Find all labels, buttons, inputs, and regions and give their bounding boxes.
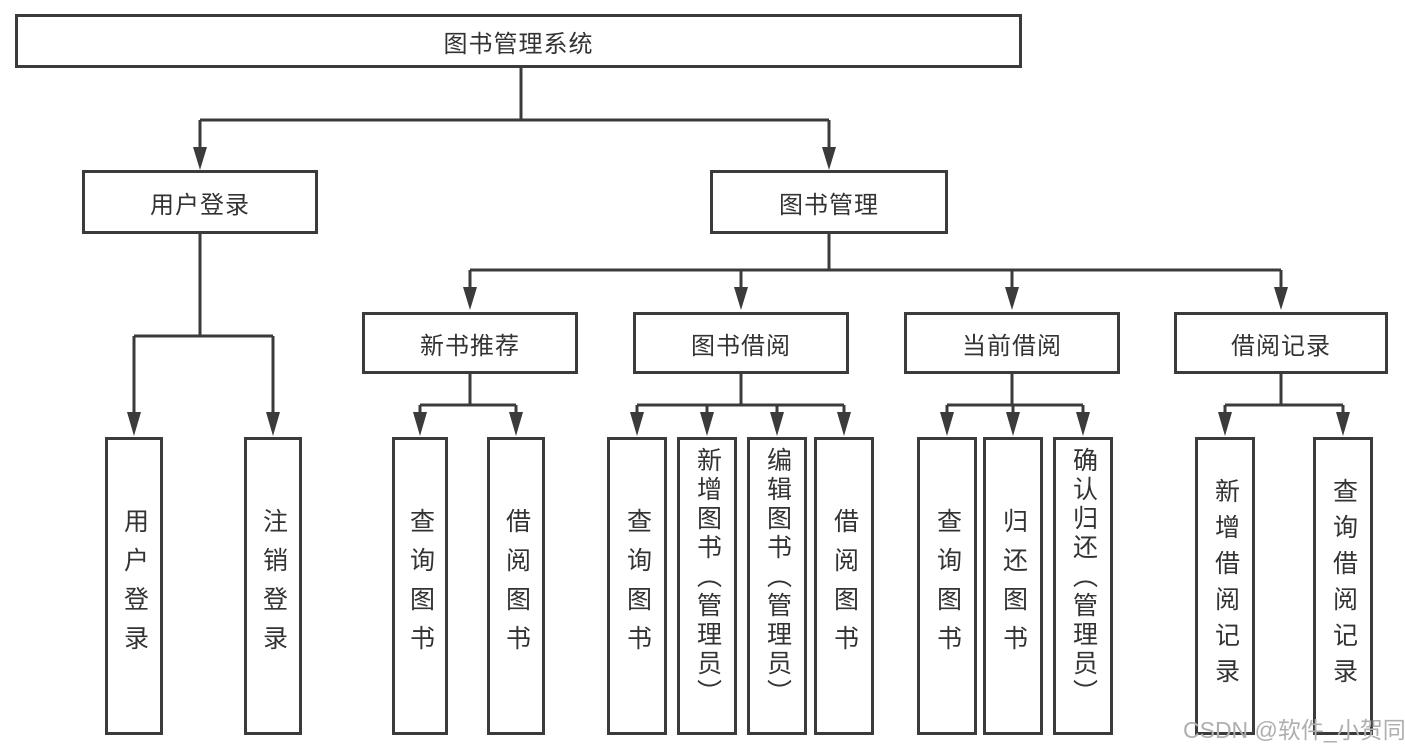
node-borrowing-records-label: 借阅记录 — [1231, 332, 1331, 360]
leaf-query-book-current-label: 查询图书 — [933, 508, 962, 664]
leaf-query-borrow-record: 查询借阅记录 — [1313, 437, 1373, 735]
leaf-borrow-book-borrowing: 借阅图书 — [814, 437, 874, 735]
leaf-confirm-return-admin: 确认归还（管理员） — [1053, 437, 1113, 735]
node-current-borrowing-label: 当前借阅 — [962, 332, 1062, 360]
leaf-query-book-borrowing: 查询图书 — [607, 437, 667, 735]
leaf-user-login: 用户登录 — [105, 437, 163, 735]
leaf-edit-book-admin-label: 编辑图书（管理员） — [763, 447, 792, 708]
leaf-return-book-label: 归还图书 — [999, 508, 1028, 664]
leaf-add-borrow-record: 新增借阅记录 — [1195, 437, 1255, 735]
leaf-borrow-book-recommendation: 借阅图书 — [487, 437, 545, 735]
leaf-add-book-admin-label: 新增图书（管理员） — [693, 447, 722, 708]
leaf-borrow-book-recommendation-label: 借阅图书 — [502, 508, 531, 664]
leaf-query-book-current: 查询图书 — [917, 437, 977, 735]
node-user-login: 用户登录 — [82, 170, 318, 234]
leaf-confirm-return-admin-label: 确认归还（管理员） — [1069, 447, 1098, 708]
leaf-user-login-label: 用户登录 — [120, 508, 149, 664]
leaf-query-book-borrowing-label: 查询图书 — [623, 508, 652, 664]
leaf-borrow-book-borrowing-label: 借阅图书 — [830, 508, 859, 664]
leaf-query-book-recommendation-label: 查询图书 — [406, 508, 435, 664]
node-borrowing-records: 借阅记录 — [1174, 312, 1388, 374]
leaf-edit-book-admin: 编辑图书（管理员） — [747, 437, 807, 735]
node-user-login-label: 用户登录 — [150, 191, 250, 219]
node-root-label: 图书管理系统 — [443, 30, 594, 58]
node-new-book-recommendation-label: 新书推荐 — [420, 332, 520, 360]
leaf-logout: 注销登录 — [244, 437, 302, 735]
node-new-book-recommendation: 新书推荐 — [362, 312, 578, 374]
leaf-return-book: 归还图书 — [983, 437, 1043, 735]
leaf-logout-label: 注销登录 — [259, 508, 288, 664]
node-book-borrowing: 图书借阅 — [633, 312, 849, 374]
node-current-borrowing: 当前借阅 — [904, 312, 1120, 374]
leaf-query-borrow-record-label: 查询借阅记录 — [1329, 478, 1358, 694]
leaf-add-book-admin: 新增图书（管理员） — [677, 437, 737, 735]
leaf-add-borrow-record-label: 新增借阅记录 — [1211, 478, 1240, 694]
node-book-management: 图书管理 — [710, 170, 948, 234]
node-root: 图书管理系统 — [15, 14, 1022, 68]
node-book-borrowing-label: 图书借阅 — [691, 332, 791, 360]
node-book-management-label: 图书管理 — [779, 191, 879, 219]
leaf-query-book-recommendation: 查询图书 — [392, 437, 448, 735]
csdn-watermark: CSDN @软件_小贺同学 — [1183, 717, 1405, 743]
